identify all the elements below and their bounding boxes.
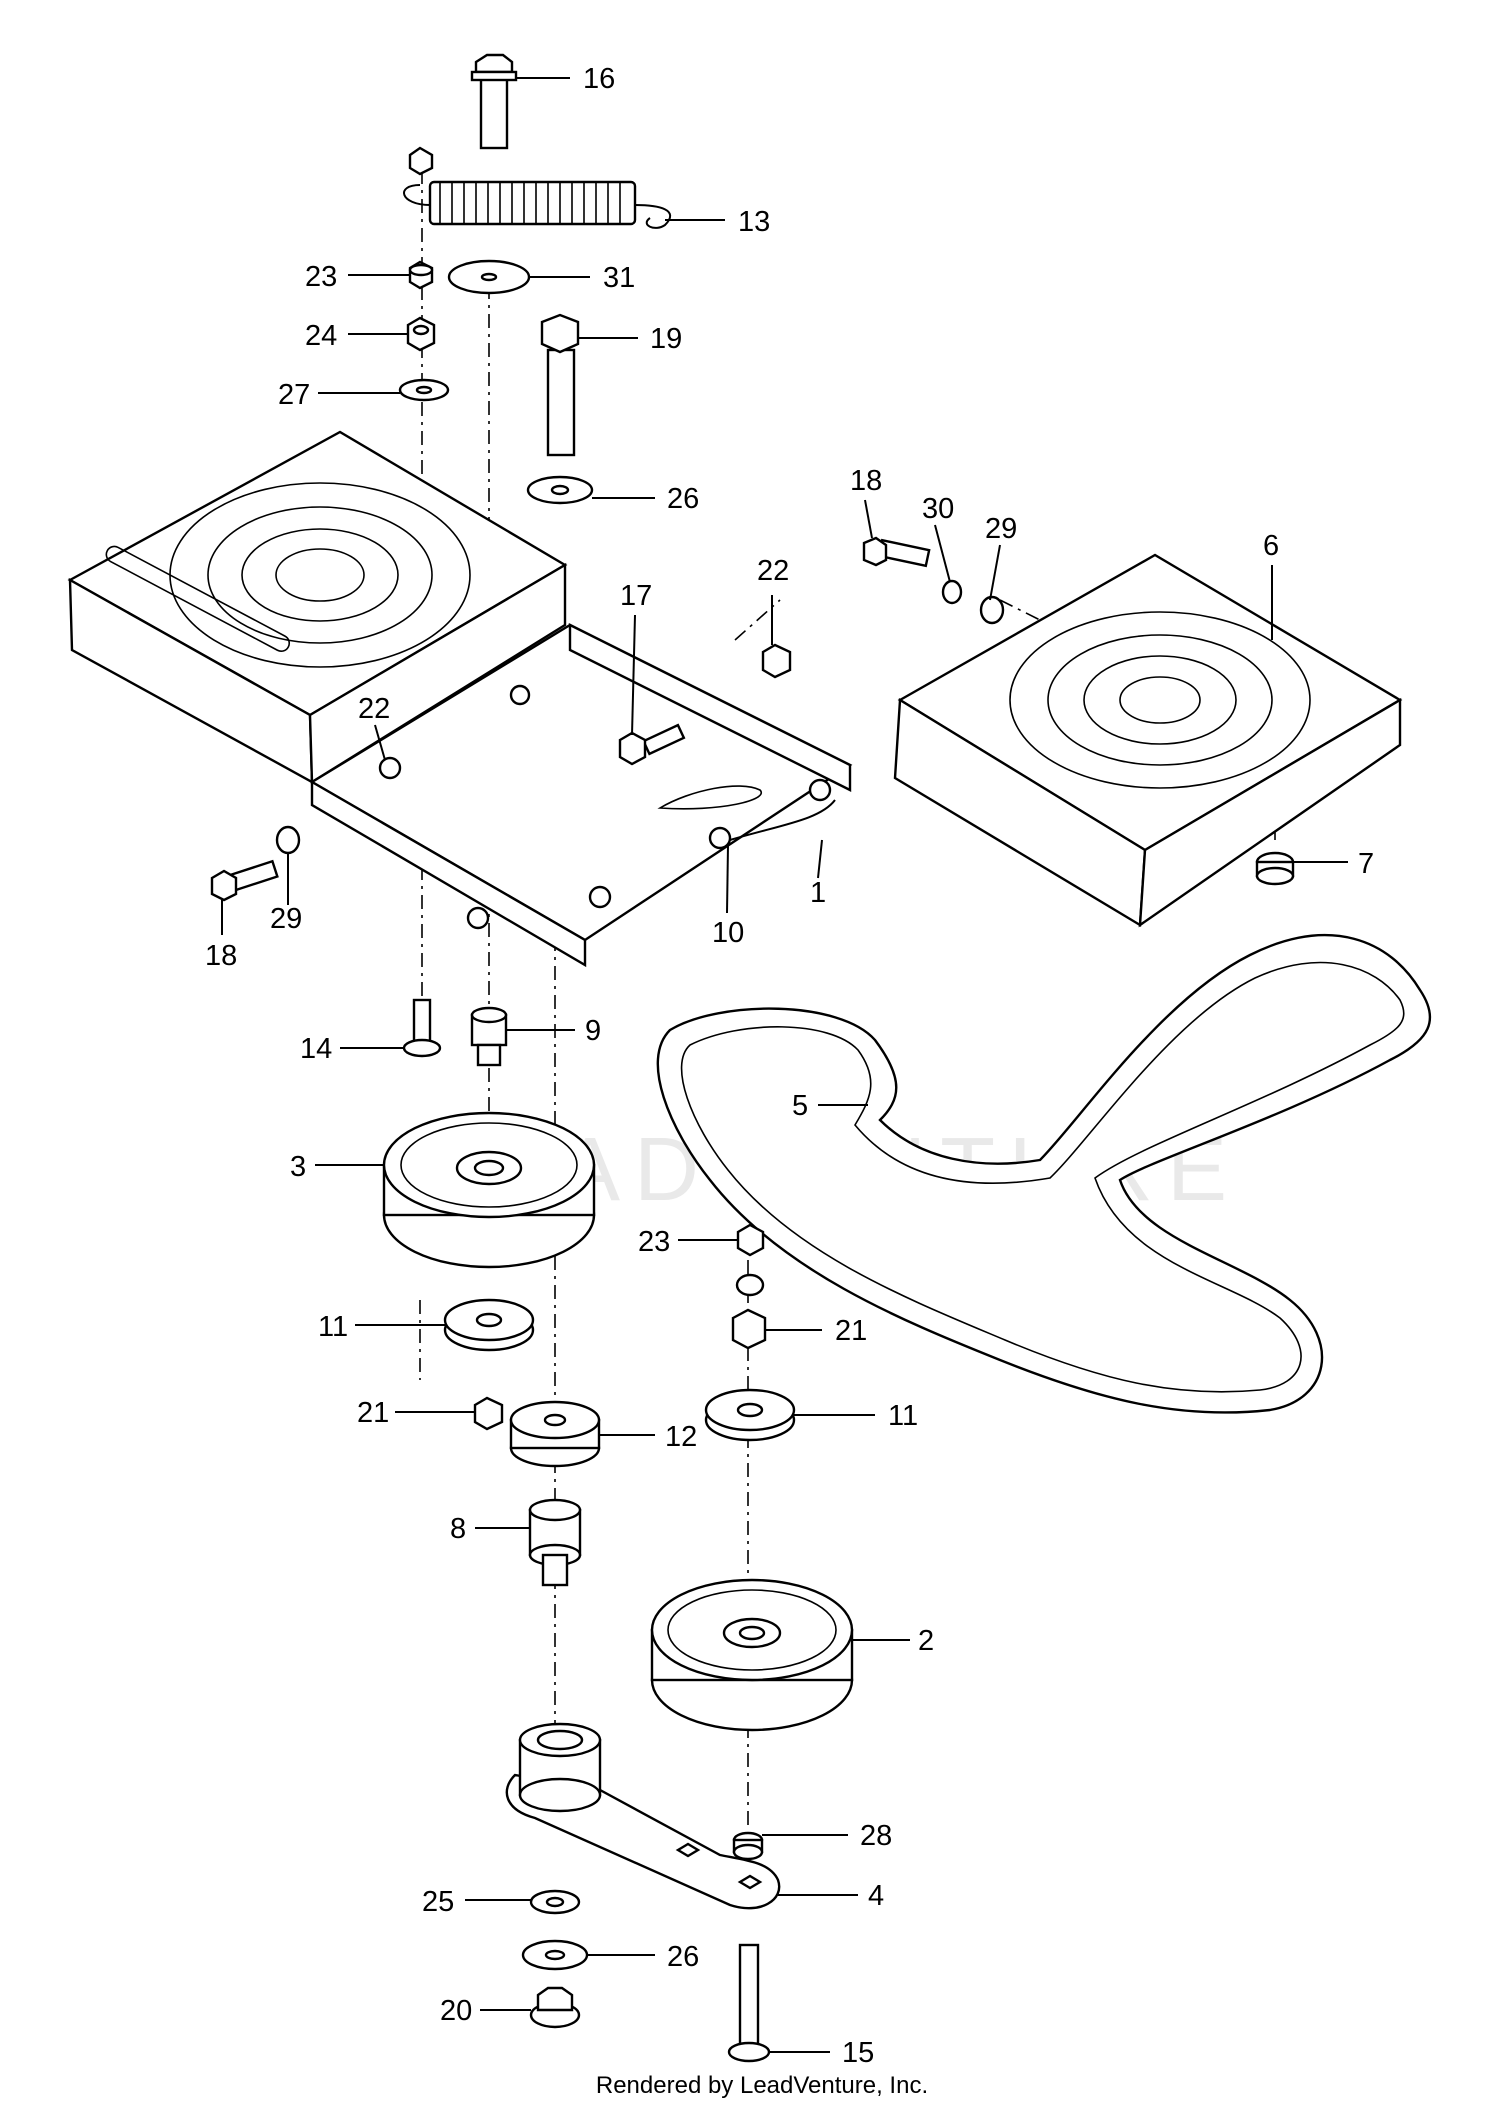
callout-18: 18 — [205, 940, 237, 972]
callout-6: 6 — [1263, 530, 1279, 562]
nut-23-right — [736, 1223, 765, 1257]
callout-29: 29 — [270, 903, 302, 935]
spring-13 — [403, 146, 672, 229]
shield-6 — [893, 553, 1403, 928]
callout-14: 14 — [300, 1033, 332, 1065]
washer-26-top — [526, 475, 594, 505]
nut-22-right — [761, 643, 792, 679]
washer-right-small — [735, 1273, 765, 1297]
callout-4: 4 — [868, 1880, 884, 1912]
callout-24: 24 — [305, 320, 337, 352]
bushing-8 — [528, 1498, 582, 1587]
spacer-12 — [509, 1400, 601, 1468]
bolt-15 — [727, 1943, 771, 2063]
callout-5: 5 — [792, 1090, 808, 1122]
callout-30: 30 — [922, 493, 954, 525]
nut-21-right — [731, 1308, 767, 1350]
belt-5 — [656, 933, 1432, 1414]
callout-29: 29 — [985, 513, 1017, 545]
left-shield — [67, 430, 568, 785]
callout-23: 23 — [638, 1226, 670, 1258]
washer-29-left — [275, 825, 301, 855]
callout-26: 26 — [667, 1941, 699, 1973]
callout-13: 13 — [738, 206, 770, 238]
nut-24 — [406, 316, 436, 352]
callout-10: 10 — [712, 917, 744, 949]
bushing-9 — [470, 1006, 508, 1067]
washer-27 — [398, 378, 450, 402]
callout-23: 23 — [305, 261, 337, 293]
callout-16: 16 — [583, 63, 615, 95]
callout-11: 11 — [318, 1311, 348, 1343]
idler-arm-4 — [505, 1722, 781, 1910]
nut-23-top — [408, 260, 434, 290]
callout-11: 11 — [888, 1400, 918, 1432]
callout-21: 21 — [357, 1397, 389, 1429]
callout-7: 7 — [1358, 848, 1374, 880]
callout-3: 3 — [290, 1151, 306, 1183]
bearing-11-right — [704, 1388, 796, 1442]
callout-22: 22 — [757, 555, 789, 587]
leader-lines — [221, 77, 1348, 2053]
callout-17: 17 — [620, 580, 652, 612]
callout-12: 12 — [665, 1421, 697, 1453]
bearing-11-left — [443, 1298, 535, 1352]
callout-25: 25 — [422, 1886, 454, 1918]
callout-9: 9 — [585, 1015, 601, 1047]
callout-1: 1 — [810, 877, 826, 909]
washer-29-right — [979, 595, 1005, 625]
callout-20: 20 — [440, 1995, 472, 2027]
nut-7 — [1255, 851, 1295, 886]
callout-31: 31 — [603, 262, 635, 294]
callout-2: 2 — [918, 1625, 934, 1657]
callout-19: 19 — [650, 323, 682, 355]
callout-27: 27 — [278, 379, 310, 411]
bolt-17 — [618, 723, 686, 766]
washer-25 — [529, 1889, 581, 1915]
pulley-2 — [650, 1578, 854, 1732]
callout-26: 26 — [667, 483, 699, 515]
spacer-28 — [732, 1831, 764, 1861]
callout-22: 22 — [358, 693, 390, 725]
bolt-19 — [540, 313, 580, 457]
bolt-16 — [470, 53, 518, 150]
washer-26-bottom — [521, 1939, 589, 1971]
washer-31 — [447, 259, 531, 295]
bracket-1 — [309, 623, 853, 968]
callout-15: 15 — [842, 2037, 874, 2069]
bolt-18-left — [210, 859, 279, 902]
callout-28: 28 — [860, 1820, 892, 1852]
nut-20 — [529, 1986, 581, 2029]
nut-21-left — [473, 1396, 504, 1431]
credit-text: Rendered by LeadVenture, Inc. — [596, 2072, 928, 2099]
pulley-3 — [382, 1111, 596, 1269]
callout-21: 21 — [835, 1315, 867, 1347]
callout-18: 18 — [850, 465, 882, 497]
callout-8: 8 — [450, 1513, 466, 1545]
callout-labels: 16 13 23 31 24 19 27 26 18 30 29 6 22 17… — [205, 63, 1374, 2069]
bolt-14 — [402, 998, 442, 1058]
washer-30 — [941, 579, 963, 605]
bolt-18-right — [862, 536, 931, 568]
